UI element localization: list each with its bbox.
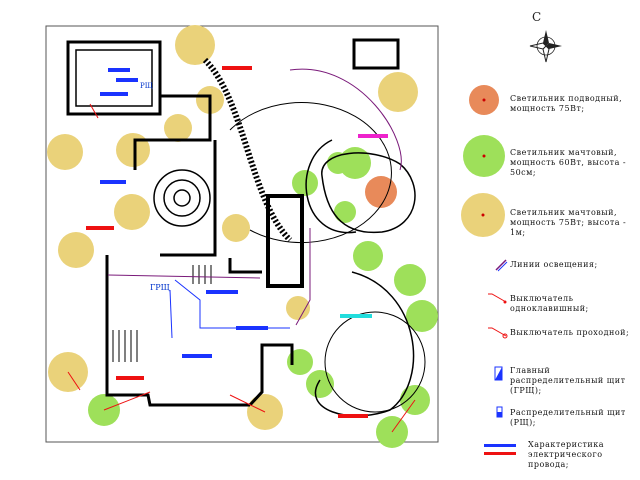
lower-terrace: [314, 271, 415, 417]
legend-text-cable-spec: Характеристика электрического провода;: [528, 440, 604, 469]
lower-circle: [324, 311, 426, 413]
north-label: С: [532, 10, 542, 24]
lighting-lines: [107, 68, 402, 326]
legend-small-mast-light: Светильник мачтовый, мощность 60Вт, высо…: [460, 134, 638, 177]
round-terrace: [229, 102, 392, 244]
legend-single-switch: Выключатель одноклавишный;: [460, 292, 638, 316]
legend-text-pass-switch: Выключатель проходной;: [510, 328, 630, 337]
legend-text-distribution-panel: Распределительный щит (РЩ);: [510, 408, 626, 427]
grsh-label: ГРЩ: [150, 283, 170, 292]
mast-light-large-icon: [461, 193, 505, 237]
legend-distribution-panel: Распределительный щит (РЩ);: [460, 406, 638, 427]
distribution-panel-icon: [496, 406, 503, 418]
legend-text-large-mast: Светильник мачтовый, мощность 75Вт; высо…: [510, 208, 627, 237]
legend-large-mast-light: Светильник мачтовый, мощность 75Вт; высо…: [460, 192, 638, 238]
lighting-line-icon: [495, 259, 508, 272]
legend-underwater-light: Светильник подводный, мощность 75Вт;: [460, 84, 638, 116]
legend-text-underwater: Светильник подводный, мощность 75Вт;: [510, 94, 623, 113]
legend-main-panel: Главный распределительный щит (ГРЩ);: [460, 366, 638, 396]
building-walls: [66, 40, 304, 407]
legend-text-small-mast: Светильник мачтовый, мощность 60Вт, высо…: [510, 148, 627, 177]
underwater-light: [365, 176, 397, 208]
legend-text-lighting-line: Линии освещения;: [510, 260, 598, 269]
single-switch-icon: [488, 293, 507, 304]
legend-pass-switch: Выключатель проходной;: [460, 326, 638, 350]
legend-text-single-switch: Выключатель одноклавишный;: [510, 294, 589, 313]
curved-steps: [202, 57, 293, 243]
cable-spec-icon: [484, 444, 516, 455]
red-wires: [67, 103, 416, 433]
rsh-label: РЩ: [140, 82, 153, 90]
legend-lighting-line: Линии освещения;: [460, 258, 638, 272]
underwater-light-icon: [469, 85, 499, 115]
pond: [321, 152, 416, 234]
legend-cable-spec: Характеристика электрического провода;: [460, 438, 638, 470]
compass-rose-icon: [529, 30, 562, 63]
pavilion: [352, 38, 400, 70]
main-panel-icon: [494, 366, 503, 381]
pool-path: [305, 139, 357, 234]
stairs: [112, 265, 212, 362]
blue-wires: [169, 279, 290, 339]
fountain: [153, 169, 211, 227]
site-boundary: [45, 25, 439, 443]
pass-switch-icon: [488, 327, 508, 339]
cable-spec-markers: [86, 66, 388, 418]
mast-light-small-icon: [463, 135, 505, 177]
legend-text-main-panel: Главный распределительный щит (ГРЩ);: [510, 366, 626, 395]
